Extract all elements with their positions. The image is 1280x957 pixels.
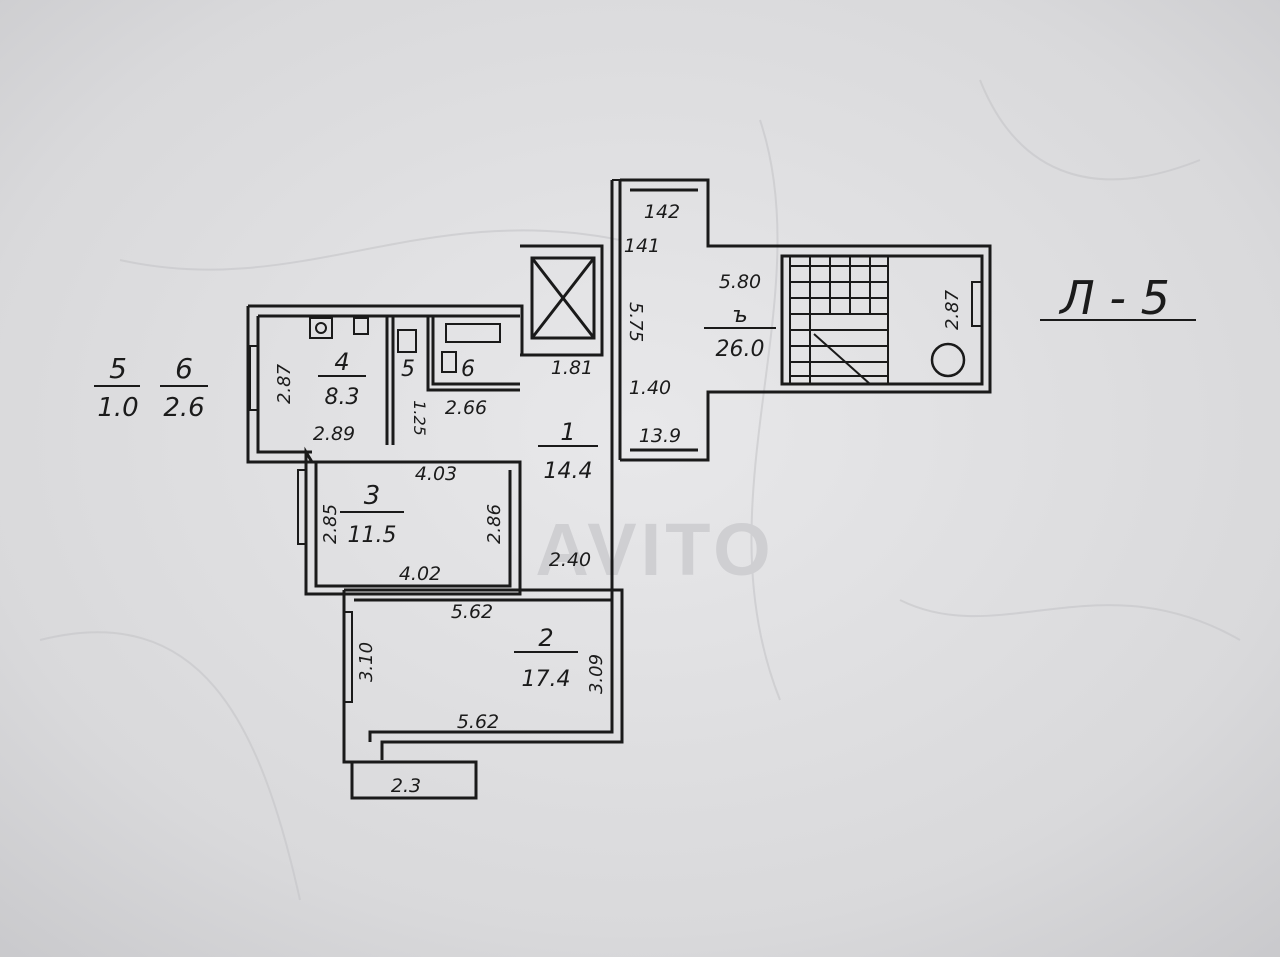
legend-5-area: 1.0 bbox=[97, 393, 138, 423]
dim-310: 3.10 bbox=[356, 642, 377, 682]
wc-partition bbox=[426, 316, 520, 392]
room-3-number: 3 bbox=[364, 481, 381, 511]
dim-142: 142 bbox=[644, 201, 680, 223]
room3-outline bbox=[304, 446, 522, 596]
dim-309: 3.09 bbox=[586, 654, 607, 694]
fixtures bbox=[309, 317, 501, 373]
bathtub-icon bbox=[445, 323, 501, 343]
paper-wrinkles bbox=[39, 79, 1241, 901]
dim-141: 141 bbox=[624, 235, 660, 257]
balcony bbox=[350, 760, 478, 800]
dim-402: 4.02 bbox=[399, 563, 441, 585]
stove-icon bbox=[309, 317, 333, 339]
legend-6-number: 6 bbox=[175, 352, 193, 385]
chute-circle bbox=[930, 342, 966, 378]
dim-562-top: 5.62 bbox=[451, 601, 493, 623]
room-hall-number: 1 bbox=[560, 418, 575, 446]
dim-289: 2.89 bbox=[313, 423, 355, 445]
dim-286: 2.86 bbox=[484, 504, 505, 544]
watermark: AVITO bbox=[535, 508, 774, 591]
legend-6-area: 2.6 bbox=[163, 393, 204, 423]
dim-240: 2.40 bbox=[549, 549, 591, 571]
dim-125: 1.25 bbox=[410, 400, 429, 436]
room-stair-area: 26.0 bbox=[716, 337, 765, 362]
room-kitchen-number: 4 bbox=[334, 348, 349, 376]
room-3-area: 11.5 bbox=[348, 523, 397, 548]
room2-outline bbox=[344, 588, 624, 760]
stair-window bbox=[971, 281, 983, 327]
dim-287-kitchen: 2.87 bbox=[274, 363, 295, 404]
kitchen-outline bbox=[246, 304, 524, 464]
sink-icon bbox=[353, 317, 369, 335]
dimension-labels: 142 141 5.75 5.80 2.87 1.81 1.40 13.9 2.… bbox=[274, 201, 963, 797]
dim-139: 13.9 bbox=[639, 425, 681, 447]
room-bath-number: 6 bbox=[461, 357, 475, 382]
legend-5-number: 5 bbox=[109, 352, 127, 385]
dim-575: 5.75 bbox=[625, 302, 646, 342]
dim-140: 1.40 bbox=[629, 377, 671, 399]
room-hall-area: 14.4 bbox=[544, 459, 593, 484]
floor-code: Л - 5 bbox=[1058, 271, 1170, 325]
room3-window bbox=[297, 469, 307, 545]
dim-287-stair: 2.87 bbox=[942, 289, 963, 330]
dim-23: 2.3 bbox=[391, 775, 421, 797]
toilet-icon bbox=[397, 329, 417, 353]
room-wc-number: 5 bbox=[401, 357, 415, 382]
dim-181: 1.81 bbox=[551, 357, 593, 379]
room-kitchen-area: 8.3 bbox=[325, 385, 360, 410]
dim-580: 5.80 bbox=[719, 271, 761, 293]
room-labels: ъ 26.0 1 14.4 4 8.3 5 6 3 11.5 2 17.4 bbox=[318, 303, 776, 692]
dim-403: 4.03 bbox=[415, 463, 457, 485]
room2-window bbox=[343, 611, 353, 703]
stair-hall-outline bbox=[620, 178, 992, 462]
room-stair-number: ъ bbox=[732, 303, 748, 328]
staircase bbox=[789, 256, 889, 385]
dim-562-bottom: 5.62 bbox=[457, 711, 499, 733]
room-2-number: 2 bbox=[538, 624, 553, 652]
walls bbox=[246, 178, 992, 800]
elevator-shaft bbox=[530, 256, 596, 340]
dim-285: 2.85 bbox=[320, 504, 341, 544]
washbasin-icon bbox=[441, 351, 457, 373]
legend: 5 1.0 6 2.6 bbox=[94, 352, 208, 423]
kitchen-window bbox=[249, 345, 259, 411]
dim-266: 2.66 bbox=[445, 397, 487, 419]
room-2-area: 17.4 bbox=[522, 667, 571, 692]
